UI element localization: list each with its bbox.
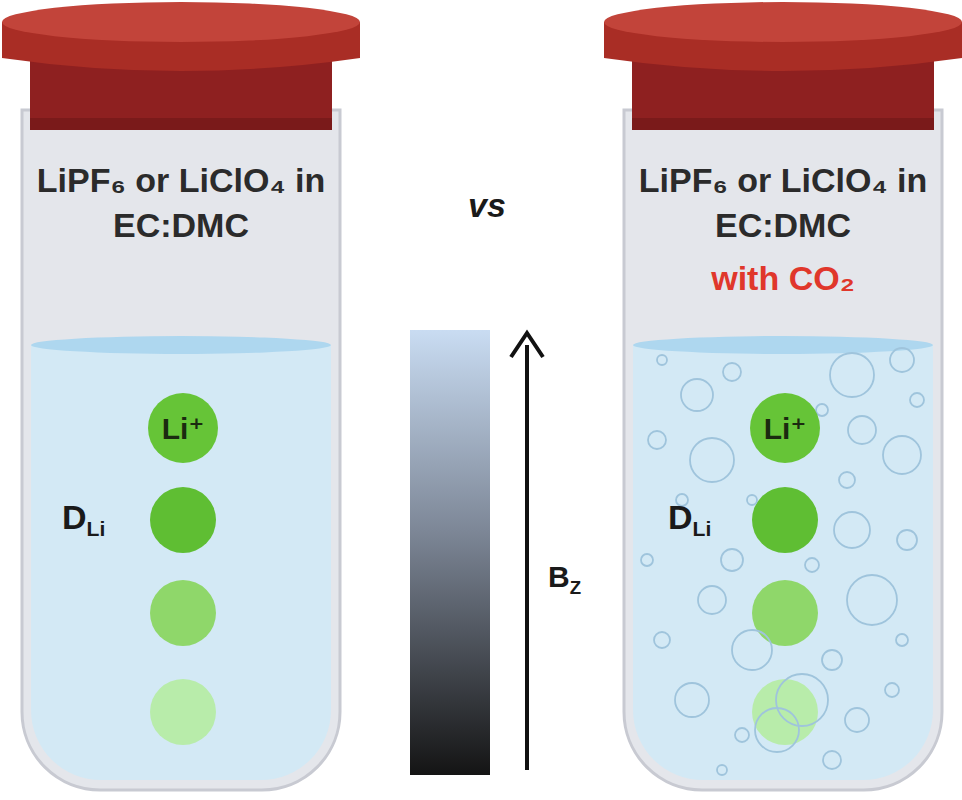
lithium-ion: Li⁺ [750,393,820,463]
field-gradient-bar [410,330,490,775]
field-label: BZ [548,560,581,599]
diffusion-coefficient-label: DLi [62,498,105,541]
ion-label: Li⁺ [162,411,205,446]
test-tube: LiPF₆ or LiClO₄ in EC:DMC Li⁺ [0,0,362,795]
diffusion-coefficient-label: DLi [668,498,711,541]
test-tube: LiPF₆ or LiClO₄ in EC:DMC with CO₂ Li⁺ [602,0,962,795]
versus-label: vs [468,186,506,225]
electrolyte-label: LiPF₆ or LiClO₄ in EC:DMC [638,158,928,248]
electrolyte-label: LiPF₆ or LiClO₄ in EC:DMC [36,158,326,248]
ion-label: Li⁺ [764,411,807,446]
field-arrow [511,333,543,770]
gas-label: with CO₂ [638,256,928,301]
lithium-ion: Li⁺ [148,393,218,463]
